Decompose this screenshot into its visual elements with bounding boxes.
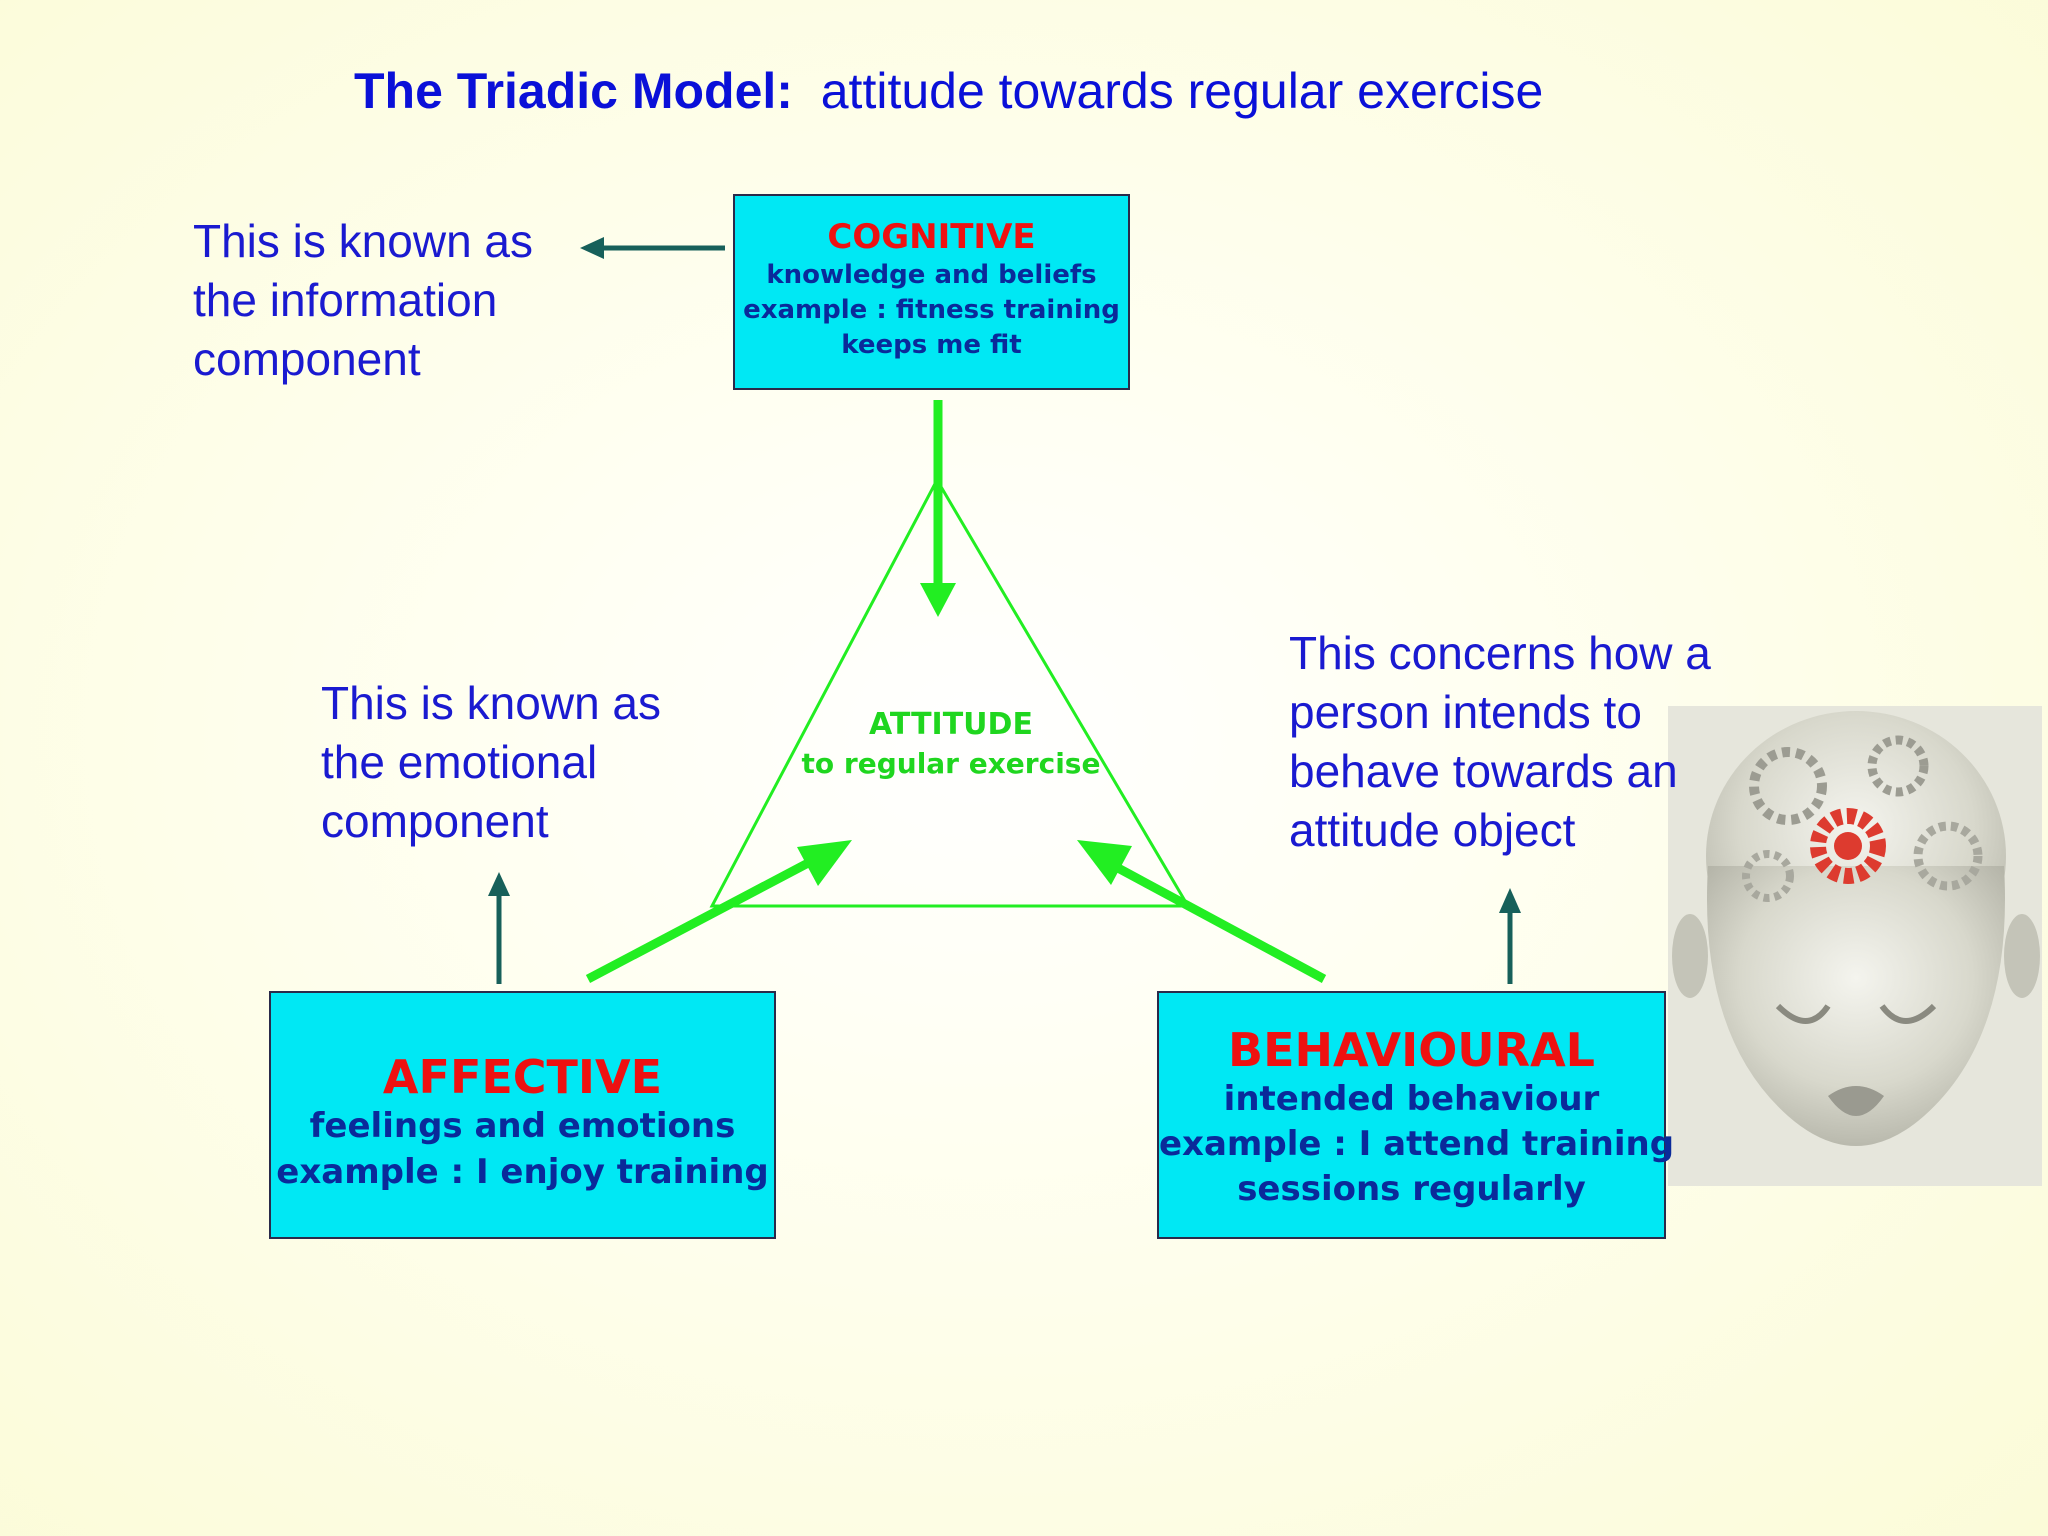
note-line: attitude object [1289, 804, 1576, 856]
affective-line: example : I enjoy training [276, 1152, 769, 1192]
note-line: the emotional [321, 736, 598, 788]
title-rest: attitude towards regular exercise [820, 63, 1544, 119]
note-information-component: This is known as the information compone… [193, 212, 533, 389]
note-line: component [321, 795, 549, 847]
note-emotional-component: This is known as the emotional component [321, 674, 661, 851]
note-behaviour-intention: This concerns how a person intends to be… [1289, 624, 1711, 860]
note-line: person intends to [1289, 686, 1642, 738]
teal-arrow-to-behaviour-note [1499, 888, 1521, 984]
behavioural-line: intended behaviour [1223, 1079, 1600, 1119]
title-bold: The Triadic Model: [354, 63, 793, 119]
note-line: This is known as [321, 677, 662, 729]
note-line: This is known as [193, 215, 534, 267]
note-line: behave towards an [1289, 745, 1678, 797]
green-arrow-behavioural-to-center [1077, 840, 1327, 983]
behavioural-box: BEHAVIOURAL intended behaviour example :… [1157, 991, 1675, 1239]
attitude-center-label: ATTITUDE to regular exercise [770, 705, 1132, 783]
attitude-sublabel: to regular exercise [801, 747, 1101, 780]
affective-box: AFFECTIVE feelings and emotions example … [269, 991, 776, 1239]
note-line: This concerns how a [1289, 627, 1711, 679]
attitude-triangle [709, 476, 1191, 908]
green-arrow-cognitive-to-center [920, 400, 956, 617]
slide-title: The Triadic Model: attitude towards regu… [354, 62, 1754, 120]
cognitive-line: example : fitness training [743, 295, 1120, 325]
behavioural-line: sessions regularly [1237, 1169, 1586, 1209]
green-arrow-affective-to-center [585, 840, 852, 983]
affective-line: feelings and emotions [309, 1106, 736, 1146]
cognitive-line: keeps me fit [841, 330, 1022, 360]
cognitive-box: COGNITIVE knowledge and beliefs example … [733, 194, 1130, 390]
behavioural-heading: BEHAVIOURAL [1228, 1023, 1595, 1077]
teal-arrow-to-emotional-note [488, 872, 510, 984]
attitude-label: ATTITUDE [869, 707, 1033, 742]
note-line: component [193, 333, 421, 385]
head-with-gears-icon [1668, 706, 2042, 1186]
cognitive-heading: COGNITIVE [827, 217, 1036, 257]
behavioural-line: example : I attend training [1159, 1124, 1675, 1164]
teal-arrow-to-information-note [580, 237, 725, 259]
note-line: the information [193, 274, 498, 326]
cognitive-line: knowledge and beliefs [766, 260, 1097, 290]
affective-heading: AFFECTIVE [382, 1050, 663, 1104]
